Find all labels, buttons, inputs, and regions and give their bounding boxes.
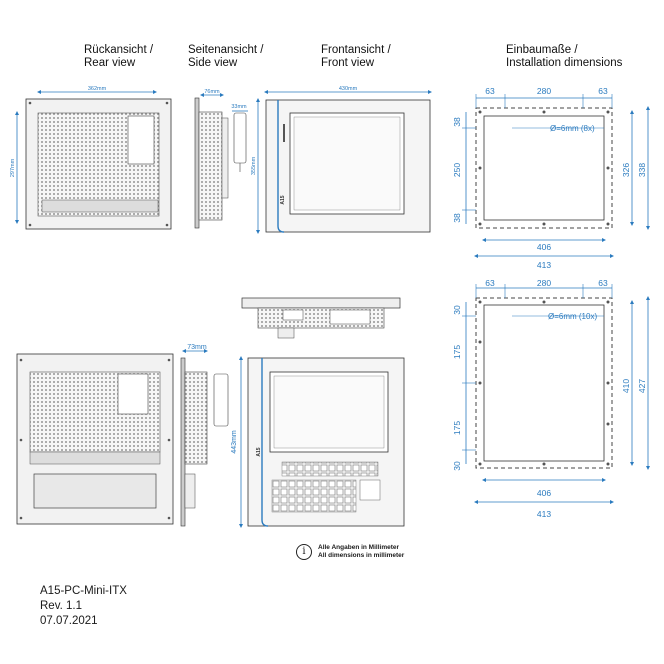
side-view-bottom: 73mm (180, 344, 229, 527)
inst2-left-0: 30 (452, 305, 462, 315)
inst1-bottom-0: 406 (537, 242, 551, 252)
note-line-en: All dimensions in millimeter (318, 552, 405, 559)
rear-width-label: 362mm (88, 86, 107, 92)
front2-height-label: 443mm (231, 430, 238, 454)
rear-height-label: 297mm (10, 158, 16, 177)
badge-top: A15 (280, 195, 286, 204)
rear-view-bottom (16, 353, 174, 525)
installation-drawing-bottom: 63 280 63 30 175 175 30 410 427 Ø=6mm (1… (452, 278, 650, 519)
model-name: A15-PC-Mini-ITX (40, 585, 127, 597)
inst1-left-0: 38 (452, 117, 462, 127)
revision: Rev. 1.1 (40, 600, 82, 612)
inst2-bottom-1: 413 (537, 509, 551, 519)
inst2-top-0: 63 (485, 278, 495, 288)
top-section-view (241, 297, 401, 339)
inst2-left-3: 30 (452, 461, 462, 471)
badge-bottom: A15 (256, 447, 262, 456)
inst1-top-0: 63 (485, 86, 495, 96)
front-view-bottom: 443mm A15 (231, 356, 405, 528)
note-line-de: Alle Angaben in Millimeter (318, 544, 400, 551)
inst1-left-2: 38 (452, 213, 462, 223)
inst2-bottom-0: 406 (537, 488, 551, 498)
front-view-top: 430mm 355mm A15 (251, 86, 432, 234)
inst1-top-2: 63 (598, 86, 608, 96)
side-view-top: 76mm 33mm (194, 89, 248, 229)
header-rear-view: Rückansicht /Rear view (84, 44, 154, 69)
inst1-bottom-1: 413 (537, 260, 551, 270)
front-height-label: 355mm (251, 156, 257, 175)
inst1-right-1: 338 (637, 163, 647, 177)
inst2-left-1: 175 (452, 345, 462, 359)
side-width-label: 76mm (204, 89, 220, 95)
inst1-left-1: 250 (452, 163, 462, 177)
inst2-right-1: 427 (637, 379, 647, 393)
units-note: i Alle Angaben in Millimeter All dimensi… (296, 544, 404, 560)
header-installation: Einbaumaße /Installation dimensions (506, 44, 623, 69)
inst2-left-2: 175 (452, 421, 462, 435)
front-width-label: 430mm (339, 86, 358, 92)
inst2-top-2: 63 (598, 278, 608, 288)
inst2-top-1: 280 (537, 278, 551, 288)
header-side-view: Seitenansicht /Side view (188, 44, 264, 69)
title-block: A15-PC-Mini-ITX Rev. 1.1 07.07.2021 (40, 584, 127, 629)
inst2-right-0: 410 (621, 379, 631, 393)
installation-drawing-top: 63 280 63 38 250 38 326 338 Ø=6mm (8x) 4… (452, 86, 650, 270)
inst2-hole-label: Ø=6mm (10x) (548, 312, 597, 321)
inst1-top-1: 280 (537, 86, 551, 96)
side2-depth-label: 73mm (187, 344, 207, 351)
side-depth-label: 33mm (231, 104, 247, 110)
inst1-right-0: 326 (621, 163, 631, 177)
date: 07.07.2021 (40, 615, 98, 627)
header-front-view: Frontansicht /Front view (321, 44, 391, 69)
info-icon: i (296, 544, 312, 560)
rear-view-top: 362mm 297mm (10, 86, 172, 230)
inst1-hole-label: Ø=6mm (8x) (550, 124, 595, 133)
